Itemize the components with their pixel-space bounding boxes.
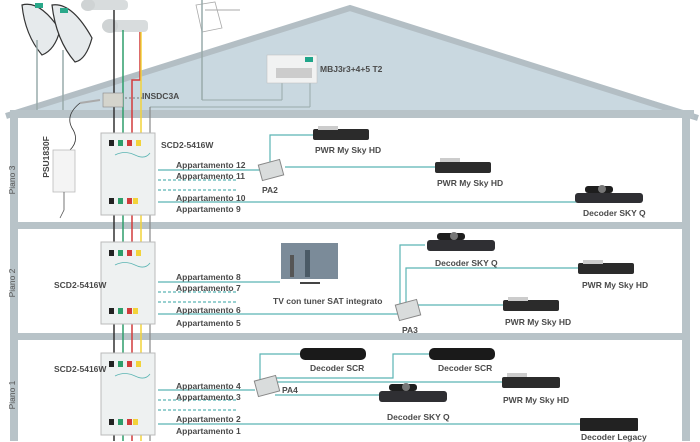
label-insdc3a: INSDC3A [142, 91, 180, 101]
device-pwr-my-sky-hd-2 [435, 158, 491, 173]
label-mbj-amplifier: MBJ3r3+4+5 T2 [320, 64, 383, 74]
label-device-skyq-2: Decoder SKY Q [435, 258, 498, 268]
label-pa2: PA2 [262, 185, 278, 195]
device-tv-sat [281, 243, 338, 284]
label-appartamento-2: Appartamento 2 [176, 414, 241, 424]
label-appartamento-1: Appartamento 1 [176, 426, 241, 436]
ceiling-beam [10, 110, 694, 118]
splitter-pa4 [253, 374, 281, 398]
device-pwr-my-sky-hd-4 [503, 297, 559, 311]
right-wall [682, 110, 690, 441]
label-device-scr-2: Decoder SCR [438, 363, 493, 373]
device-decoder-sky-q-1 [575, 185, 643, 203]
multiswitch-piano-1 [100, 352, 156, 436]
satellite-dish-2 [51, 4, 93, 110]
multiswitch-piano-3 [100, 132, 156, 216]
floor-label-piano-3: Piano 3 [7, 165, 17, 195]
label-device-pwr-4: PWR My Sky HD [505, 317, 572, 327]
device-pwr-my-sky-hd-5 [502, 373, 560, 388]
label-device-tv: TV con tuner SAT integrato [273, 296, 383, 306]
terrestrial-antenna [150, 0, 311, 108]
device-decoder-scr-2 [429, 348, 495, 360]
label-device-skyq-3: Decoder SKY Q [387, 412, 450, 422]
lnb-1 [81, 0, 128, 11]
label-appartamento-4: Appartamento 4 [176, 381, 241, 391]
splitter-pa3 [394, 298, 422, 322]
label-appartamento-8: Appartamento 8 [176, 272, 241, 282]
label-device-scr-1: Decoder SCR [310, 363, 365, 373]
device-pwr-my-sky-hd-1 [313, 126, 369, 140]
psu-1830f [52, 149, 76, 219]
floor-slab-3-2 [10, 222, 690, 229]
label-device-skyq-1: Decoder SKY Q [583, 208, 646, 218]
amplifier-mbj [266, 54, 318, 84]
cables-piano-3 [158, 134, 580, 203]
device-decoder-legacy [580, 418, 638, 431]
roof [10, 8, 690, 112]
cables-piano-1 [158, 353, 580, 425]
lnb-2 [102, 19, 148, 33]
cables-piano-2 [158, 244, 578, 315]
label-appartamento-10: Appartamento 10 [176, 193, 246, 203]
floor-label-piano-2: Piano 2 [7, 268, 17, 298]
floor-slab-2-1 [10, 333, 690, 340]
label-appartamento-11: Appartamento 11 [176, 171, 245, 181]
label-pa4: PA4 [282, 385, 298, 395]
label-multiswitch-piano-2: SCD2-5416W [54, 280, 107, 290]
label-device-pwr-5: PWR My Sky HD [503, 395, 570, 405]
label-appartamento-5: Appartamento 5 [176, 318, 241, 328]
multiswitch-piano-2 [100, 241, 156, 325]
label-appartamento-7: Appartamento 7 [176, 283, 241, 293]
label-device-legacy: Decoder Legacy [581, 432, 647, 442]
label-psu: PSU1830F [41, 136, 51, 178]
left-wall [10, 110, 18, 441]
label-multiswitch-piano-1: SCD2-5416W [54, 364, 107, 374]
label-multiswitch-piano-3: SCD2-5416W [161, 140, 214, 150]
device-decoder-sky-q-2 [427, 232, 495, 251]
floor-label-piano-1: Piano 1 [7, 380, 17, 410]
label-appartamento-3: Appartamento 3 [176, 392, 241, 402]
device-decoder-sky-q-3 [379, 383, 447, 402]
label-pa3: PA3 [402, 325, 418, 335]
label-appartamento-6: Appartamento 6 [176, 305, 241, 315]
device-pwr-my-sky-hd-3 [578, 260, 634, 274]
label-appartamento-9: Appartamento 9 [176, 204, 241, 214]
label-device-pwr-2: PWR My Sky HD [437, 178, 504, 188]
splitter-pa2 [257, 158, 285, 182]
roof-edge [5, 4, 699, 121]
label-device-pwr-3: PWR My Sky HD [582, 280, 649, 290]
satellite-dish-1 [21, 3, 61, 110]
device-decoder-scr-1 [300, 348, 366, 360]
switch-insdc3a [102, 92, 124, 108]
label-device-pwr-1: PWR My Sky HD [315, 145, 382, 155]
label-appartamento-12: Appartamento 12 [176, 160, 246, 170]
